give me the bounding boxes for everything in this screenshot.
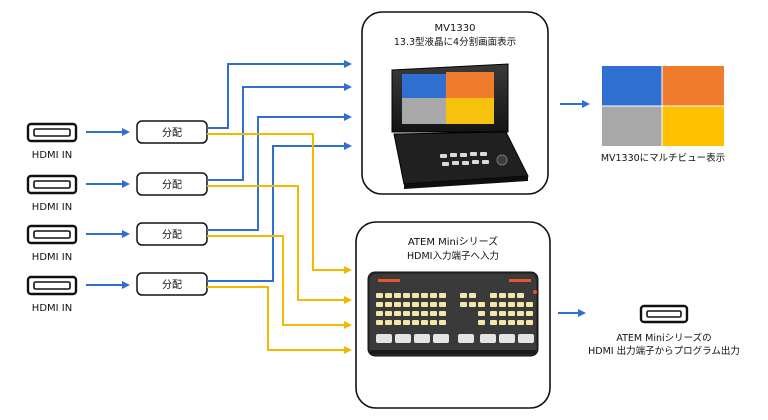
splitter-4: 分配 [136, 272, 208, 296]
splitter-label: 分配 [162, 279, 182, 291]
route-line [207, 235, 352, 329]
quad-blue [602, 66, 662, 106]
program-output: ATEM Miniシリーズの HDMI 出力端子からプログラム出力 [588, 304, 740, 357]
splitter-3: 分配 [136, 222, 208, 246]
screen-quad-orange [446, 72, 494, 98]
route-line [207, 286, 352, 354]
button-row-bottom [376, 334, 534, 343]
splitter-label: 分配 [162, 179, 182, 191]
atem-mini-box: ATEM Miniシリーズ HDMI入力端子へ入力 [355, 221, 551, 409]
screen-quad-gray [402, 98, 446, 124]
screen-quad-yellow [446, 98, 494, 124]
route-line [207, 133, 352, 274]
button-grid-left [376, 293, 446, 325]
atem-mini-device-image [367, 271, 539, 357]
hdmi-in-label: HDMI IN [32, 150, 72, 161]
quad-yellow [662, 106, 724, 146]
splitter-1: 分配 [136, 120, 208, 144]
multiview-caption: MV1330にマルチビュー表示 [601, 152, 725, 164]
screen-quad-blue [402, 74, 446, 98]
input-arrows [86, 128, 130, 289]
mv1330-subtitle: 13.3型液晶に4分割画面表示 [394, 36, 516, 48]
hdmi-input-3: HDMI IN [26, 224, 78, 263]
hdmi-input-1: HDMI IN [26, 122, 78, 161]
hdmi-input-4: HDMI IN [26, 275, 78, 314]
blue-routes-to-mv1330 [207, 60, 352, 282]
program-output-caption-line2: HDMI 出力端子からプログラム出力 [588, 345, 740, 357]
splitter-2: 分配 [136, 172, 208, 196]
quad-orange [662, 66, 724, 106]
mv1330-box: MV1330 13.3型液晶に4分割画面表示 [361, 11, 549, 195]
hdmi-in-label: HDMI IN [32, 202, 72, 213]
hdmi-in-label: HDMI IN [32, 252, 72, 263]
hdmi-input-2: HDMI IN [26, 174, 78, 213]
mv1330-device-image [391, 63, 529, 189]
multiview-quad-display [602, 66, 724, 146]
route-line [207, 113, 352, 231]
hdmi-in-label: HDMI IN [32, 303, 72, 314]
splitter-label: 分配 [162, 229, 182, 241]
atem-subtitle: HDMI入力端子へ入力 [407, 250, 499, 262]
route-line [207, 185, 352, 304]
route-line [207, 142, 352, 282]
button-grid-right [460, 293, 533, 325]
yellow-routes-to-atem [207, 133, 352, 354]
mv1330-title: MV1330 [435, 23, 476, 34]
atem-title: ATEM Miniシリーズ [408, 235, 498, 248]
quad-gray [602, 106, 662, 146]
route-line [207, 60, 352, 129]
program-output-caption-line1: ATEM Miniシリーズの [616, 332, 711, 344]
splitter-label: 分配 [162, 127, 182, 139]
